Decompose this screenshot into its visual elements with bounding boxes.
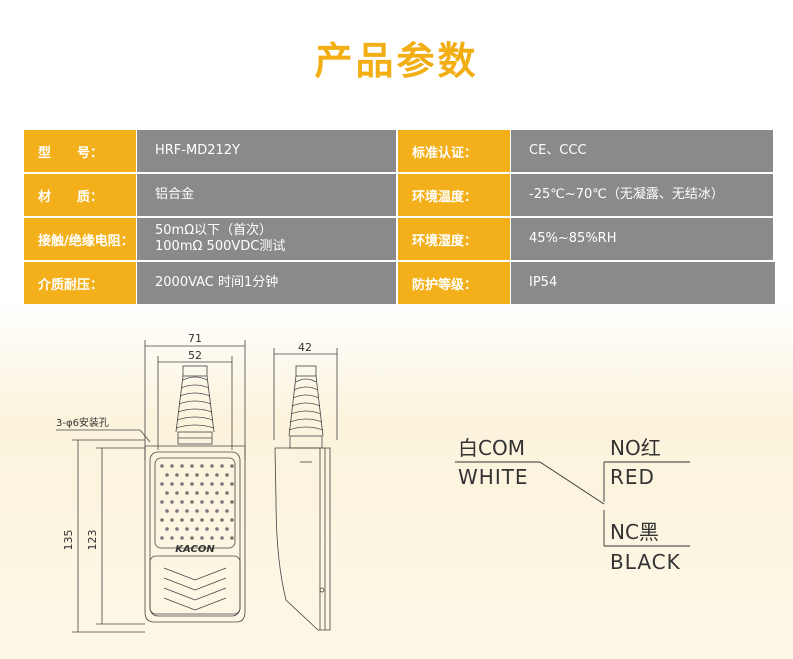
cable-gland-side (288, 365, 324, 449)
spec-value-resistance: 50mΩ以下（首次） 100mΩ 500VDC测试 (136, 218, 398, 260)
wire-no-en: RED (610, 465, 655, 489)
brand-logo-text: KACON (175, 544, 215, 555)
dim-width-inner: 52 (188, 349, 202, 362)
tread-dots (160, 464, 234, 540)
spec-value-line: 2000VAC 时间1分钟 (155, 275, 279, 290)
spec-label-voltage: 介质耐压： (24, 262, 136, 304)
dim-width-outer: 71 (188, 332, 202, 345)
spec-value-certification: CE、CCC (510, 130, 775, 172)
dim-height-outer: 135 (62, 530, 75, 551)
switch-arm (539, 461, 605, 505)
spec-value-line: IP54 (529, 275, 558, 290)
spec-value-line: 45%~85%RH (529, 231, 617, 246)
spec-label-resistance: 接触/绝缘电阻： (24, 218, 136, 260)
spec-value-humidity: 45%~85%RH (510, 218, 775, 260)
spec-value-line: 100mΩ 500VDC测试 (155, 239, 286, 254)
spec-value-model: HRF-MD212Y (136, 130, 398, 172)
pedal-front-body (144, 445, 246, 623)
spec-value-material: 铝合金 (136, 174, 398, 216)
spec-table: 型 号： HRF-MD212Y 标准认证： CE、CCC 材 质： 铝合金 环境… (24, 130, 775, 304)
spec-value-line: 铝合金 (155, 187, 195, 202)
spec-label-temperature: 环境温度： (398, 174, 510, 216)
wire-nc-en: BLACK (610, 550, 681, 574)
spec-value-line: 50mΩ以下（首次） (155, 223, 273, 238)
spec-label-material: 材 质： (24, 174, 136, 216)
spec-label-certification: 标准认证： (398, 130, 510, 172)
cable-gland-front (175, 365, 215, 445)
wire-nc-cn: NC黑 (610, 520, 659, 544)
dim-height-inner: 123 (86, 530, 99, 551)
wire-com-cn: 白COM (458, 436, 525, 460)
spec-value-voltage: 2000VAC 时间1分钟 (136, 262, 398, 304)
tread-chevrons (163, 567, 227, 611)
page-title: 产品参数 (314, 39, 479, 83)
spec-label-protection: 防护等级： (398, 262, 510, 304)
spec-value-protection: IP54 (510, 262, 775, 304)
dim-side-width: 42 (298, 341, 312, 354)
pedal-side-body (274, 447, 331, 631)
spec-value-line: CE、CCC (529, 143, 587, 158)
spec-label-model: 型 号： (24, 130, 136, 172)
spec-label-humidity: 环境湿度： (398, 218, 510, 260)
hole-note: 3-φ6安装孔 (56, 416, 109, 429)
spec-value-line: -25℃~70℃（无凝露、无结冰） (529, 187, 724, 202)
leader-line (139, 429, 151, 443)
wire-com-en: WHITE (458, 465, 529, 489)
wiring-diagram (455, 461, 690, 547)
wire-no-cn: NO红 (610, 436, 661, 460)
spec-value-line: HRF-MD212Y (155, 143, 240, 158)
spec-value-temperature: -25℃~70℃（无凝露、无结冰） (510, 174, 775, 216)
